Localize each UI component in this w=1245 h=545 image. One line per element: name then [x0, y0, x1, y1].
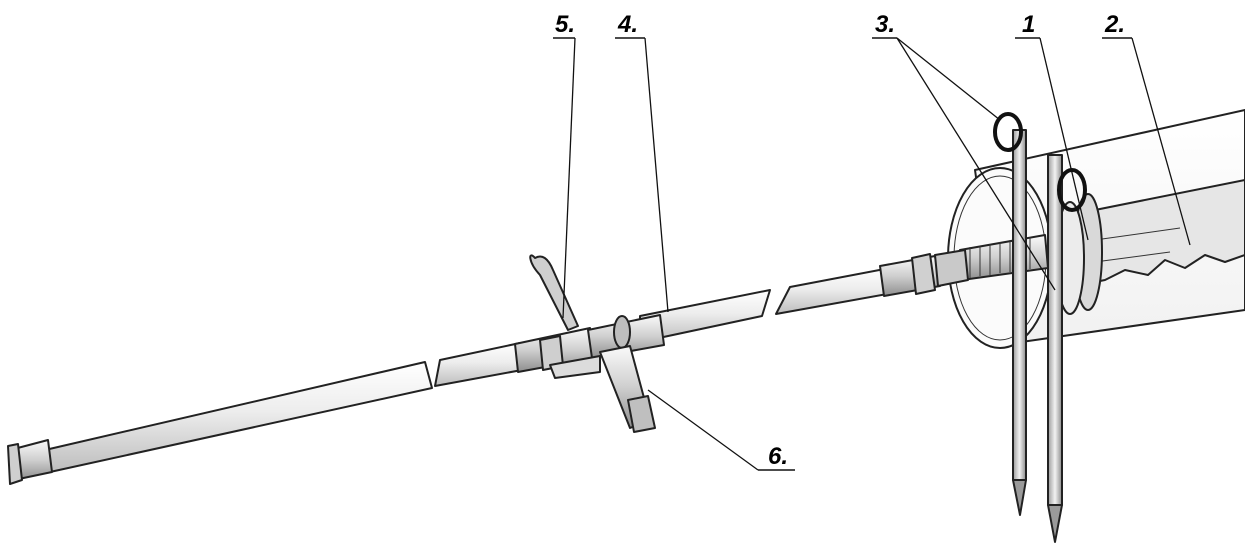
stake-right [1047, 154, 1087, 543]
leaders [553, 37, 1191, 471]
pipe-coupling [879, 249, 969, 297]
tee-fitting [587, 314, 665, 359]
callout-3: 3. [875, 11, 895, 38]
stake-left [993, 112, 1027, 516]
hose-segment-1 [44, 361, 433, 473]
hose-segment-2 [434, 342, 523, 387]
end-coupling [7, 439, 53, 485]
callout-5: 5. [555, 11, 575, 38]
hose-segment-4 [775, 267, 894, 315]
callout-4: 4. [617, 11, 638, 38]
ball-valve [514, 254, 595, 373]
callout-2: 2. [1104, 11, 1125, 38]
auger-blade [1094, 179, 1245, 283]
callout-6: 6. [768, 443, 788, 470]
branch-valve [549, 345, 656, 433]
callout-1: 1 [1022, 11, 1035, 38]
